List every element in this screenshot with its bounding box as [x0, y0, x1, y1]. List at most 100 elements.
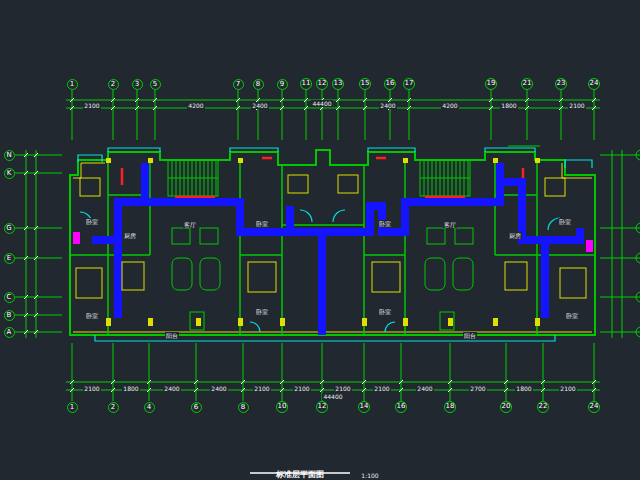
grid-line [527, 90, 528, 140]
dimension: 2100 [83, 102, 100, 109]
axis-label: 12 [318, 403, 327, 410]
axis-label: 24 [590, 403, 599, 410]
dimension: 4200 [187, 102, 204, 109]
dimension-tick [399, 388, 403, 392]
grid-line [506, 343, 507, 401]
dimension: 2100 [373, 385, 390, 392]
axis-label: 16 [386, 80, 395, 87]
dimension-tick [34, 226, 38, 230]
dimension-tick [320, 388, 324, 392]
table [338, 175, 358, 193]
dimension-tick [153, 98, 157, 102]
axis-label: 9 [280, 81, 284, 88]
dimension-tick [448, 380, 452, 384]
axis-bubble-cut [636, 253, 640, 263]
dimension: 44400 [322, 393, 343, 400]
dimension-tick [363, 98, 367, 102]
dimension-tick [592, 98, 596, 102]
pipe [545, 228, 580, 240]
grid-line [155, 90, 156, 140]
room-name: 卧室 [85, 218, 99, 225]
armchair [200, 258, 220, 290]
axis-label: 24 [590, 80, 599, 87]
dimension-tick [448, 388, 452, 392]
axis-bubble: B [4, 310, 15, 321]
axis-label: 23 [557, 80, 566, 87]
stair-outline [168, 160, 218, 196]
dimension: 1800 [500, 102, 517, 109]
dimension-box: 4200 [441, 93, 458, 112]
column [148, 158, 153, 163]
room-name: 卧室 [85, 312, 99, 319]
column [238, 158, 243, 163]
grid-line [15, 228, 62, 229]
column [196, 318, 201, 326]
dimension-tick [320, 380, 324, 384]
partition [494, 160, 496, 255]
room-name-box: 客厅 [443, 212, 457, 231]
dimension-box: 2100 [373, 376, 390, 395]
room-name: 阳台 [463, 332, 477, 339]
column [238, 318, 243, 326]
armchair [425, 258, 445, 290]
grid-line [365, 90, 366, 140]
dimension-tick [336, 106, 340, 110]
room-name-box: 卧室 [255, 211, 269, 230]
grid-line [450, 343, 451, 401]
dimension-tick [541, 388, 545, 392]
dimension-tick [489, 98, 493, 102]
grid-line [238, 90, 239, 140]
chair [440, 312, 454, 330]
room-name: 卧室 [378, 308, 392, 315]
axis-bubble: A [4, 327, 15, 338]
partition [282, 224, 364, 226]
axis-label: 8 [241, 404, 245, 411]
dimension-tick [135, 98, 139, 102]
dimension-box: 2100 [559, 376, 576, 395]
dimension-tick [24, 153, 28, 157]
fixture [73, 232, 80, 244]
grid-line [15, 315, 62, 316]
bed [248, 262, 276, 292]
axis-bubble: 16 [384, 78, 397, 91]
red-pipes [122, 158, 523, 232]
axis-bubble: 8 [238, 402, 249, 413]
bay-window [565, 160, 592, 168]
grid-line [137, 90, 138, 140]
furniture [76, 175, 586, 298]
axis-label: 1 [70, 404, 74, 411]
dimension: 2400 [379, 102, 396, 109]
axis-bubble: E [4, 253, 15, 264]
axis-bubble: G [4, 223, 15, 234]
bed [372, 262, 400, 292]
grid-line [15, 297, 62, 298]
dimension-tick [362, 388, 366, 392]
bed [505, 262, 527, 290]
dimension-tick [399, 380, 403, 384]
axis-bubble: 11 [300, 78, 313, 91]
dimension: 2700 [469, 385, 486, 392]
axis-bubble: 5 [150, 79, 161, 90]
axis-bubble: C [4, 292, 15, 303]
grid-line [196, 343, 197, 401]
column [106, 318, 111, 326]
axis-bubble: 14 [358, 401, 371, 414]
axis-bubble: 3 [132, 79, 143, 90]
grid-line [282, 90, 283, 140]
axis-label: 12 [318, 80, 327, 87]
dimension-tick [363, 106, 367, 110]
dimension-tick [70, 98, 74, 102]
stair-outline [420, 160, 470, 196]
axis-label: 20 [502, 403, 511, 410]
axis-label: 22 [539, 403, 548, 410]
dimension-tick [194, 380, 198, 384]
sofa [200, 228, 218, 244]
axis-bubble-cut [636, 223, 640, 233]
room-name: 客厅 [183, 221, 197, 228]
dimension-tick [541, 380, 545, 384]
dimension-box: 1800 [500, 93, 517, 112]
column [535, 318, 540, 326]
grid-line [364, 343, 365, 401]
grid-line [409, 90, 410, 140]
pipe [425, 196, 465, 199]
